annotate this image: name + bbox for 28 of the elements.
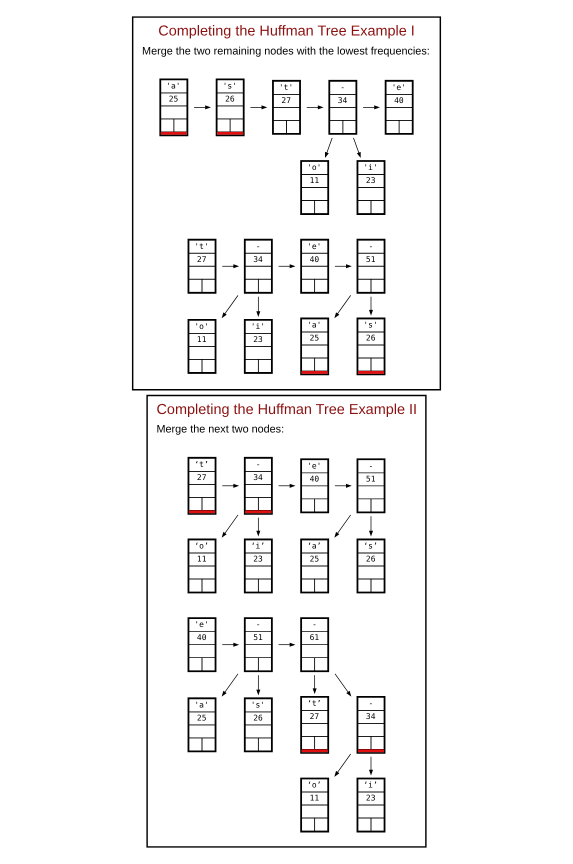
arrow (334, 754, 352, 777)
arrow (334, 264, 352, 268)
arrow (334, 484, 352, 488)
arrow (222, 673, 238, 697)
arrow (368, 756, 374, 776)
arrow (306, 105, 324, 110)
arrow (368, 296, 374, 316)
arrow (194, 105, 211, 110)
arrow (222, 295, 238, 318)
arrow (222, 264, 240, 268)
arrow (312, 674, 317, 694)
arrow (256, 674, 260, 696)
arrow (278, 642, 296, 647)
arrow (222, 484, 240, 488)
arrow (334, 295, 352, 318)
arrow (250, 105, 268, 110)
arrow (222, 642, 240, 647)
arrow (334, 673, 352, 697)
arrow (368, 516, 374, 537)
arrow (334, 514, 352, 538)
arrow (256, 296, 260, 317)
arrow (362, 105, 380, 110)
arrow (353, 137, 361, 158)
arrow (256, 517, 260, 536)
arrow (278, 484, 296, 488)
arrow (324, 137, 333, 158)
arrow (278, 264, 296, 268)
arrow (222, 514, 238, 538)
